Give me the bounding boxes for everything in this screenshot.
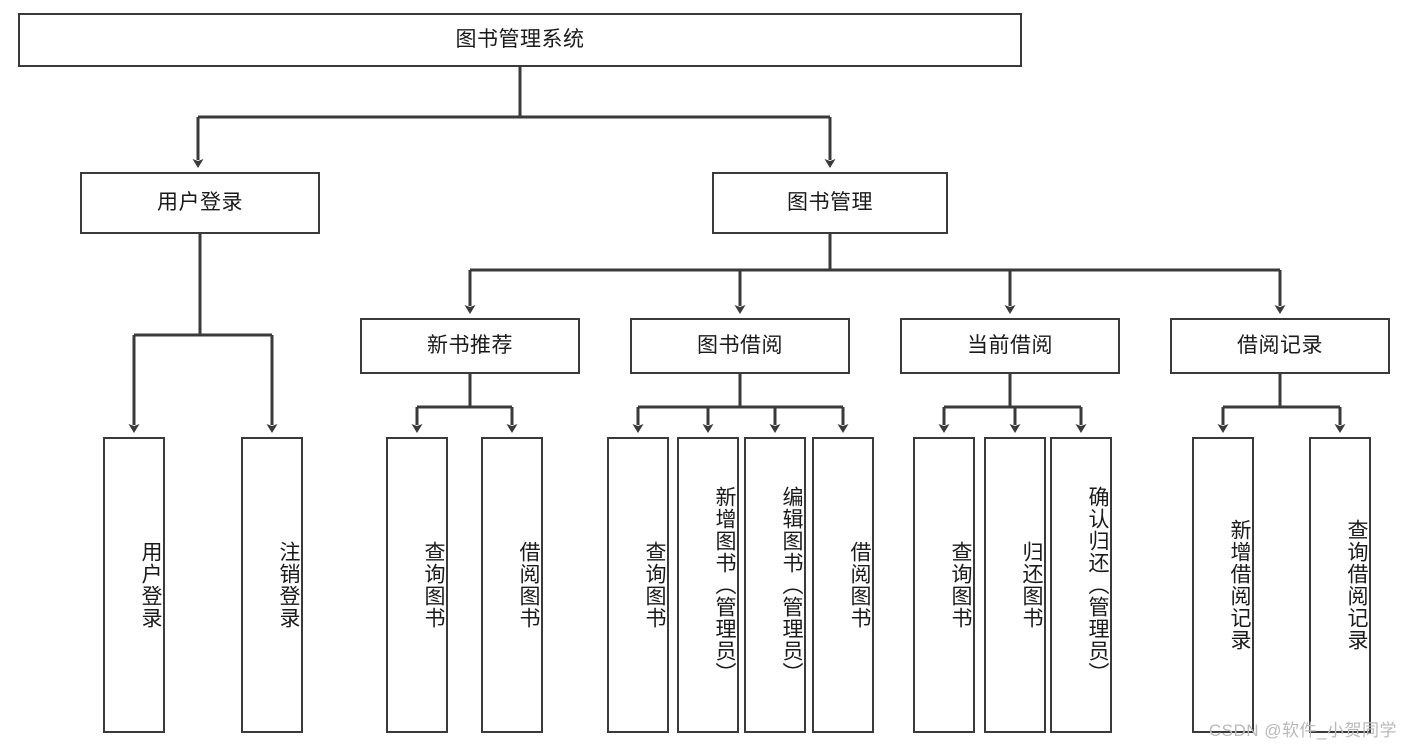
leaf-add-record-label: 新增借阅记录 [1228,519,1251,651]
leaf-query-book-2-label: 查询图书 [643,541,666,629]
leaf-confirm-return-label: 确认归还（管理员） [1086,486,1109,684]
leaf-borrow-book-2-label: 借阅图书 [848,541,871,629]
leaf-edit-book[interactable]: 编辑图书（管理员） [744,437,806,733]
leaf-query-record-label: 查询借阅记录 [1345,519,1368,651]
node-root-label: 图书管理系统 [455,28,585,52]
node-borrow-record[interactable]: 借阅记录 [1170,318,1390,374]
leaf-user-login-label: 用户登录 [139,541,162,629]
node-book-manage-label: 图书管理 [787,191,873,215]
leaf-add-book[interactable]: 新增图书（管理员） [677,437,739,733]
leaf-query-book-3[interactable]: 查询图书 [913,437,975,733]
node-user-login[interactable]: 用户登录 [80,172,320,234]
leaf-add-book-label: 新增图书（管理员） [713,486,736,684]
leaf-user-logout-label: 注销登录 [277,541,300,629]
watermark: CSDN @软件_小贺同学 [1208,721,1397,740]
leaf-query-book-1[interactable]: 查询图书 [386,437,448,733]
leaf-borrow-book-2[interactable]: 借阅图书 [812,437,874,733]
node-current-borrow-label: 当前借阅 [967,334,1053,358]
leaf-borrow-book-1-label: 借阅图书 [517,541,540,629]
leaf-add-record[interactable]: 新增借阅记录 [1192,437,1254,733]
leaf-query-book-3-label: 查询图书 [949,541,972,629]
leaf-query-record[interactable]: 查询借阅记录 [1309,437,1371,733]
leaf-confirm-return[interactable]: 确认归还（管理员） [1050,437,1112,733]
leaf-borrow-book-1[interactable]: 借阅图书 [481,437,543,733]
node-book-borrow-label: 图书借阅 [697,334,783,358]
node-book-manage[interactable]: 图书管理 [712,172,948,234]
node-borrow-record-label: 借阅记录 [1237,334,1323,358]
node-root[interactable]: 图书管理系统 [18,13,1022,67]
leaf-edit-book-label: 编辑图书（管理员） [780,486,803,684]
node-new-book-recommend[interactable]: 新书推荐 [360,318,580,374]
node-book-borrow[interactable]: 图书借阅 [630,318,850,374]
node-user-login-label: 用户登录 [157,191,243,215]
leaf-query-book-2[interactable]: 查询图书 [607,437,669,733]
leaf-user-logout[interactable]: 注销登录 [241,437,303,733]
leaf-user-login[interactable]: 用户登录 [103,437,165,733]
node-current-borrow[interactable]: 当前借阅 [900,318,1120,374]
node-new-book-recommend-label: 新书推荐 [427,334,513,358]
leaf-return-book-label: 归还图书 [1020,541,1043,629]
leaf-return-book[interactable]: 归还图书 [984,437,1046,733]
leaf-query-book-1-label: 查询图书 [422,541,445,629]
